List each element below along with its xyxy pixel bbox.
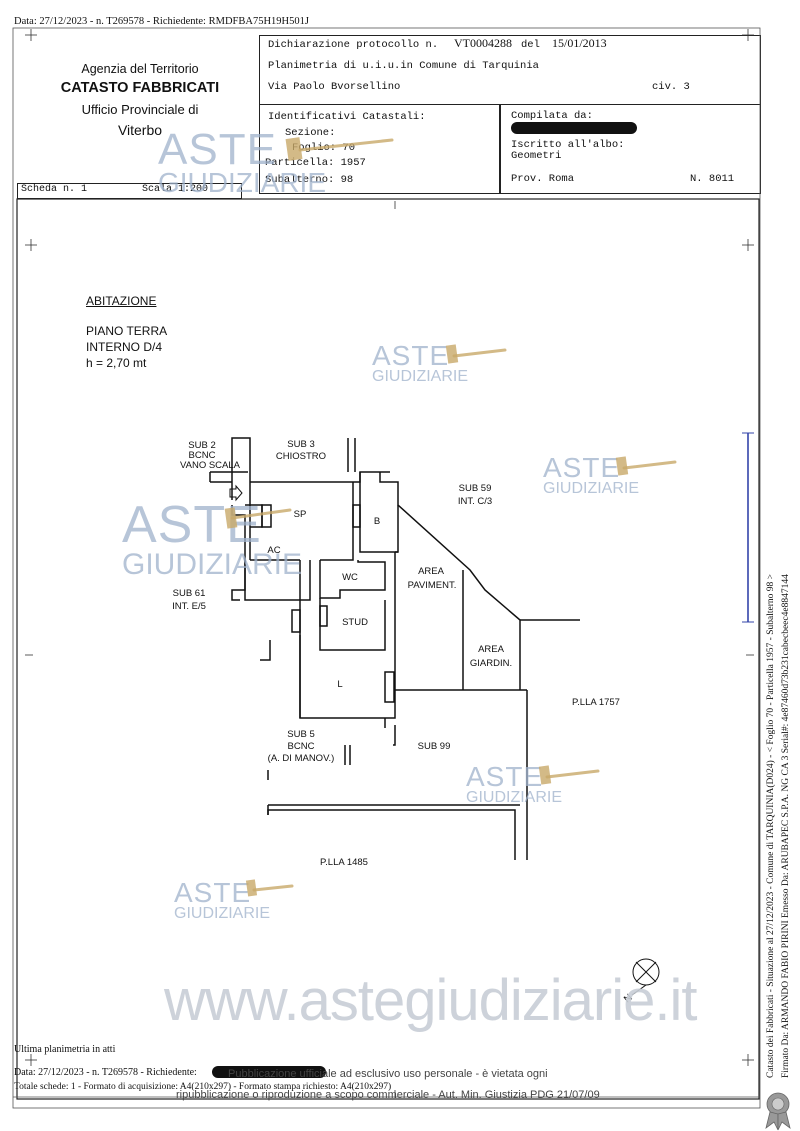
room-sub61: SUB 61	[172, 588, 206, 599]
ultima-planimetria: Ultima planimetria in atti	[14, 1044, 116, 1055]
scala: Scala 1:200	[142, 184, 209, 195]
publication-notice-1: Pubblicazione ufficiale ad esclusivo uso…	[228, 1068, 548, 1080]
sezione: Sezione:	[285, 127, 336, 139]
room-sub59: SUB 59	[458, 483, 492, 494]
subalterno: Subalterno: 98	[265, 174, 354, 186]
address: Via Paolo Bvorsellino	[268, 81, 401, 93]
room-sub59-int: INT. C/3	[457, 496, 493, 507]
room-b: B	[373, 516, 381, 527]
plla-1485: P.LLA 1485	[320, 857, 368, 868]
header-identificativi-box	[259, 104, 501, 194]
dichiarazione-label: Dichiarazione protocollo n.	[268, 39, 439, 51]
room-sub99: SUB 99	[417, 741, 451, 752]
protocol-date: 15/01/2013	[552, 36, 607, 50]
compilata-label: Compilata da:	[511, 110, 593, 122]
gavel-icon	[230, 138, 677, 892]
del-label: del	[521, 39, 540, 51]
room-sub2: SUB 2	[188, 440, 216, 451]
room-sub3: SUB 3	[287, 439, 315, 450]
province: Prov. Roma	[511, 173, 575, 185]
agency-ufficio: Ufficio Provinciale di	[81, 102, 199, 117]
room-wc: WC	[342, 572, 358, 583]
bottom-data-line: Data: 27/12/2023 - n. T269578 - Richiede…	[14, 1067, 197, 1078]
room-sub3-chiostro: CHIOSTRO	[275, 451, 327, 462]
room-sub2-vano: VANO SCALA	[179, 460, 240, 471]
room-area-giardin: AREA	[478, 644, 504, 655]
room-stud: STUD	[342, 617, 368, 628]
planimetria-comune: Planimetria di u.i.u.in Comune di Tarqui…	[268, 60, 539, 72]
redacted-compiler	[511, 122, 637, 134]
plan-floor: PIANO TERRA	[86, 324, 168, 338]
agency-catasto: CATASTO FABBRICATI	[60, 80, 220, 96]
room-ac: AC	[267, 545, 281, 556]
registration-number: N. 8011	[690, 173, 735, 185]
plan-title: ABITAZIONE	[86, 294, 157, 308]
room-area-giardin-b: GIARDIN.	[469, 658, 513, 669]
iscritto-label: Iscritto all'albo:	[511, 139, 625, 151]
room-area-paviment-b: PAVIMENT.	[407, 580, 457, 591]
room-sub61-int: INT. E/5	[172, 601, 206, 612]
room-l: L	[337, 679, 343, 690]
redacted-richiedente	[212, 1066, 326, 1078]
identificativi-label: Identificativi Catastali:	[268, 111, 426, 123]
publication-notice-2: ripubblicazione o riproduzione a scopo c…	[176, 1089, 600, 1101]
protocol-number: VT0004288	[454, 36, 512, 50]
plla-1757: P.LLA 1757	[572, 697, 620, 708]
civic-number: civ. 3	[652, 81, 690, 93]
plan-height: h = 2,70 mt	[86, 356, 147, 370]
iscritto-value: Geometri	[511, 150, 562, 162]
room-sub5: SUB 5	[287, 729, 315, 740]
room-sub5-manov: (A. DI MANOV.)	[267, 753, 335, 764]
room-area-paviment: AREA	[418, 566, 444, 577]
plan-interno: INTERNO D/4	[86, 340, 163, 354]
room-sp: SP	[293, 509, 307, 520]
agency-city: Viterbo	[117, 122, 163, 138]
scheda-number: Scheda n. 1	[21, 184, 88, 195]
room-sub2-bcnc: BCNC	[188, 450, 216, 461]
bottom-totale-line: Totale schede: 1 - Formato di acquisizio…	[14, 1082, 392, 1092]
room-sub5-bcnc: BCNC	[287, 741, 315, 752]
top-request-line: Data: 27/12/2023 - n. T269578 - Richiede…	[14, 16, 309, 27]
header-compilata-box	[499, 104, 761, 194]
agency-name: Agenzia del Territorio	[81, 62, 199, 76]
